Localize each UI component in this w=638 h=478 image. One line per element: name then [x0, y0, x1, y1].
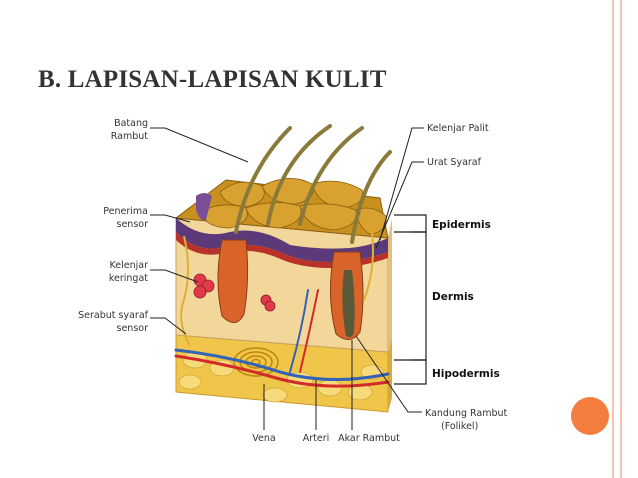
leader-kelenjar-palit	[379, 127, 424, 241]
label-serabut-syaraf-line1: Serabut syaraf	[78, 310, 149, 321]
skin-block-illustration	[174, 124, 392, 413]
bracket-hipodermis	[394, 359, 427, 385]
hypodermis-side	[388, 338, 392, 412]
label-vena: Vena	[252, 433, 275, 444]
label-arteri: Arteri	[303, 433, 330, 444]
label-kelenjar-keringat-line2: keringat	[109, 273, 148, 284]
hair-follicles	[217, 239, 364, 340]
leader-kelenjar-keringat	[150, 269, 199, 283]
bracket-dermis	[410, 231, 427, 361]
layer-brackets	[394, 214, 427, 385]
label-penerima-sensor-line1: Penerima	[103, 206, 148, 217]
slide-border-line-outer	[612, 0, 614, 478]
label-kandung-rambut-line2: (Folikel)	[441, 421, 478, 432]
epidermis-front-band	[176, 218, 388, 262]
nerve-fibers	[180, 231, 374, 347]
label-urat-syaraf: Urat Syaraf	[427, 157, 482, 168]
label-kelenjar-keringat-line1: Kelenjar	[110, 260, 149, 271]
decorative-orange-dot	[571, 397, 609, 435]
leader-urat-syaraf	[375, 161, 424, 249]
leader-penerima-sensor	[150, 214, 191, 223]
epidermis-red-layer	[176, 232, 388, 268]
slide-title: B. LAPISAN-LAPISAN KULIT	[38, 66, 387, 93]
hair-shafts	[234, 124, 392, 244]
label-kelenjar-palit: Kelenjar Palit	[427, 123, 489, 134]
label-akar-rambut: Akar Rambut	[338, 433, 400, 444]
label-layer-dermis: Dermis	[432, 291, 474, 303]
label-batang-rambut-line1: Batang	[114, 118, 148, 129]
leader-serabut-syaraf	[150, 317, 187, 335]
label-kandung-rambut-line1: Kandung Rambut	[425, 408, 508, 419]
label-batang-rambut-line2: Rambut	[111, 131, 149, 142]
epidermis-left-edge	[196, 193, 212, 221]
leader-kandung-rambut	[355, 335, 422, 413]
leader-lines	[150, 127, 424, 430]
bracket-epidermis	[394, 214, 427, 233]
leader-batang-rambut	[150, 127, 249, 163]
label-layer-hipodermis: Hipodermis	[432, 368, 500, 380]
slide-border-line-inner	[620, 0, 622, 478]
label-layer-epidermis: Epidermis	[432, 219, 491, 231]
dermis-side	[388, 218, 392, 352]
label-serabut-syaraf-line2: sensor	[117, 323, 149, 334]
sweat-gland	[193, 273, 276, 312]
label-penerima-sensor-line2: sensor	[117, 219, 149, 230]
skin-surface-scales	[199, 178, 387, 235]
